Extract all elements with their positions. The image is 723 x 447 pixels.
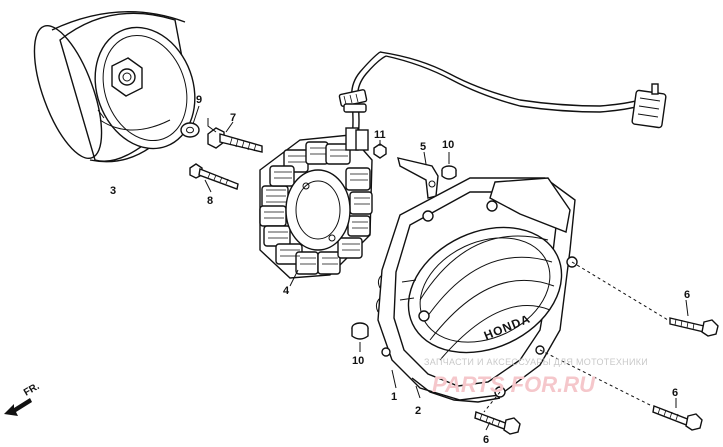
front-direction-marker: FR. [4,381,42,416]
cover-bolt-lower-right [652,398,703,431]
stator-bolt [189,163,239,193]
dowel-pin-upper [441,152,457,180]
callout-9: 9 [196,94,202,106]
cover-bolt-upper [669,299,719,337]
callout-numbers: 1 2 3 4 5 6 6 6 7 8 9 10 10 11 [110,94,690,446]
callout-1: 1 [391,391,397,403]
callout-10-lower: 10 [352,355,364,367]
wire-clamp [397,151,439,199]
flywheel [33,11,196,163]
callout-3: 3 [110,185,116,197]
stator [259,134,373,287]
callout-2: 2 [415,405,421,417]
watermark-logo: PARTS FOR.RU [432,372,596,397]
callout-7: 7 [230,112,236,124]
arrow-icon [4,398,32,416]
watermark: ЗАПЧАСТИ И АКСЕССУАРЫ ДЛЯ МОТОТЕХНИКИ PA… [424,357,648,397]
wire-harness [338,51,667,151]
callout-6-upper: 6 [684,289,690,301]
callout-11: 11 [374,129,386,141]
direction-marker-text: FR. [22,381,42,399]
callout-6-lower: 6 [672,387,678,399]
crankcase-cover: HONDA [375,177,578,401]
watermark-tagline: ЗАПЧАСТИ И АКСЕССУАРЫ ДЛЯ МОТОТЕХНИКИ [424,357,648,367]
screw-small [373,140,387,159]
dowel-pin-lower [351,322,369,352]
leader-lines [207,118,669,413]
washer [180,105,200,138]
callout-10-upper: 10 [442,139,454,151]
cover-bolt-bottom [474,411,521,435]
callout-5: 5 [420,141,426,153]
callout-4: 4 [283,285,290,297]
callout-6-bottom: 6 [483,434,489,446]
callout-8: 8 [207,195,213,207]
flywheel-bolt [207,121,263,153]
cover-gasket [411,377,501,403]
